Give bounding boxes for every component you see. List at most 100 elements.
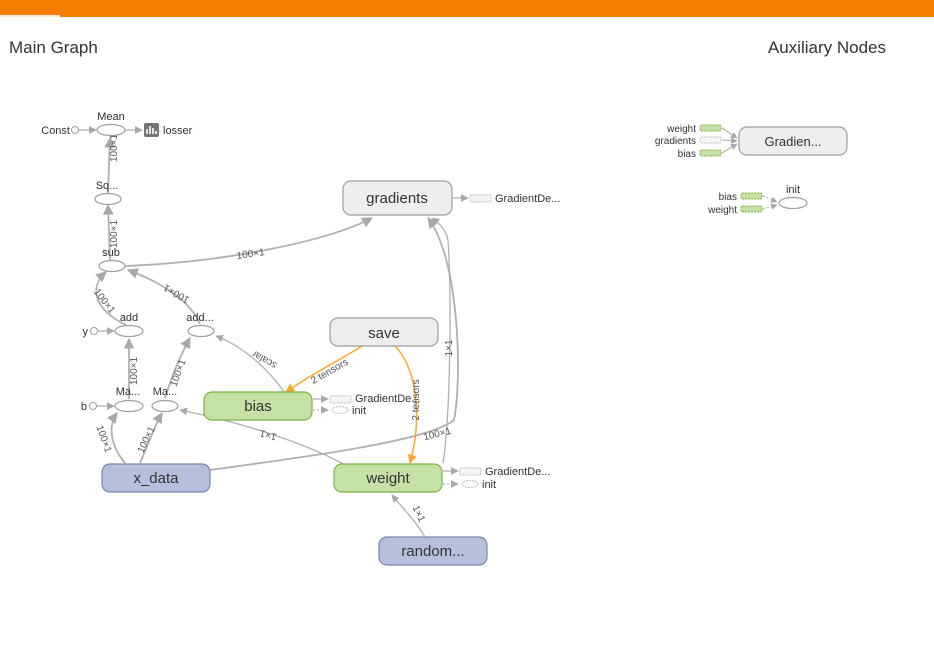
edge-random-weight — [391, 494, 426, 538]
weight-gradient-ref-label: GradientDe... — [485, 466, 550, 478]
node-x-data-label: x_data — [133, 470, 179, 487]
node-b-label: b — [81, 401, 87, 413]
edge-save-bias — [285, 345, 363, 393]
gradients-ref-node[interactable] — [469, 194, 492, 203]
aux-init-group: init bias weight — [707, 184, 808, 216]
aux-init-node[interactable] — [778, 196, 808, 210]
node-y-label: y — [83, 326, 89, 338]
edge-label-sq-sub: 100×1 — [109, 220, 120, 249]
node-add-label: add — [120, 312, 138, 324]
aux-init-input-bias[interactable] — [740, 192, 763, 200]
node-ma2-label: Ma... — [153, 386, 177, 398]
edge-add-sub — [95, 271, 127, 326]
edge-xdata-ma2 — [139, 412, 163, 464]
bias-gradient-ref-label: GradientDe... — [355, 393, 420, 405]
node-gradients-label: gradients — [366, 190, 428, 207]
edge-weight-gradients — [431, 217, 451, 464]
auxiliary-nodes-title: Auxiliary Nodes — [767, 38, 886, 57]
aux-init-input-bias-label: bias — [719, 192, 737, 203]
node-save-label: save — [368, 325, 400, 342]
aux-edge-bias-init — [762, 195, 778, 203]
aux-gradien-input-bias-label: bias — [678, 149, 696, 160]
node-ma1-label: Ma... — [116, 386, 140, 398]
aux-gradien-input-weight[interactable] — [699, 124, 722, 132]
node-bias[interactable] — [203, 391, 313, 421]
node-gradients[interactable] — [342, 180, 453, 216]
bias-gradient-ref-node[interactable] — [329, 395, 352, 404]
bias-init-label: init — [352, 405, 366, 417]
edge-xdata-ma1 — [106, 412, 126, 464]
bar-chart-icon — [146, 126, 157, 134]
aux-gradien-input-weight-label: weight — [666, 124, 696, 135]
weight-init-label: init — [482, 479, 496, 491]
aux-gradien-label: Gradien... — [764, 134, 821, 149]
aux-init-label: init — [786, 184, 800, 196]
main-graph-title: Main Graph — [9, 38, 98, 57]
aux-edge-bias-gradien — [721, 143, 738, 154]
edge-sub-sq — [102, 203, 114, 261]
edge-label-weight-ma2: 1×1 — [258, 427, 278, 442]
edge-save-weight — [394, 345, 418, 464]
node-add2[interactable] — [187, 324, 215, 338]
bias-init-node[interactable] — [331, 406, 349, 414]
node-losser[interactable] — [144, 123, 159, 137]
aux-init-input-weight-label: weight — [707, 205, 737, 216]
edge-label-add-sub: 100×1 — [91, 287, 117, 316]
aux-gradien-input-gradients[interactable] — [699, 136, 722, 144]
node-add2-label: add... — [186, 312, 214, 324]
edge-label-add2-sub: 100×1 — [161, 281, 191, 305]
node-const[interactable] — [71, 126, 79, 134]
edge-label-random-weight: 1×1 — [410, 504, 427, 524]
node-bias-label: bias — [244, 398, 272, 415]
edge-weight-ma2 — [179, 407, 346, 466]
active-tab-indicator — [0, 15, 60, 17]
edge-bias-add2 — [215, 334, 286, 394]
aux-gradien-group: Gradien... weight gradients bias — [655, 124, 848, 160]
node-sq[interactable] — [94, 192, 122, 206]
node-losser-label: losser — [163, 125, 193, 137]
node-sub-label: sub — [102, 247, 120, 259]
edge-sq-mean — [104, 136, 116, 194]
weight-gradient-ref-node[interactable] — [459, 467, 482, 476]
node-add[interactable] — [114, 324, 144, 338]
top-bar — [0, 0, 934, 17]
node-const-label: Const — [41, 125, 70, 137]
aux-edge-gradients-gradien — [721, 137, 738, 144]
aux-gradien-input-gradients-label: gradients — [655, 136, 696, 147]
edge-label-xdata-ma1: 100×1 — [93, 424, 113, 455]
edge-label-xdata-ma2: 100×1 — [136, 424, 158, 455]
weight-init-node[interactable] — [461, 480, 479, 488]
node-save[interactable] — [329, 317, 439, 347]
edge-label-gradients-right: 1×1 — [444, 339, 455, 356]
edge-label-save-bias: 2 tensors — [309, 357, 350, 387]
node-ma2[interactable] — [151, 399, 179, 413]
node-x-data[interactable] — [101, 463, 211, 493]
node-mean-label: Mean — [97, 111, 125, 123]
node-random-label: random... — [401, 543, 464, 560]
node-mean[interactable] — [96, 123, 126, 137]
edge-label-mean-sq: 100×1 — [109, 134, 120, 163]
edge-label-xdata-gradients: 100×1 — [422, 426, 452, 444]
edge-sub-gradients — [124, 217, 373, 267]
gradients-ref-label: GradientDe... — [495, 193, 560, 205]
aux-gradien-node[interactable] — [738, 126, 848, 156]
edge-label-ma2-add2: 100×1 — [169, 358, 189, 389]
node-b[interactable] — [89, 402, 97, 410]
node-ma1[interactable] — [114, 399, 144, 413]
node-y[interactable] — [90, 327, 98, 335]
node-sub[interactable] — [98, 259, 126, 273]
edge-label-bias-add2: scalar — [250, 347, 279, 370]
aux-gradien-input-bias[interactable] — [699, 149, 722, 157]
node-sq-label: Sq... — [96, 180, 119, 192]
edge-label-save-weight: 2 tensors — [411, 379, 422, 420]
edge-ma2-add2 — [164, 337, 191, 399]
aux-init-input-weight[interactable] — [740, 205, 763, 213]
aux-edge-weight-init — [762, 203, 778, 210]
node-random[interactable] — [378, 536, 488, 566]
aux-edge-weight-gradien — [721, 127, 738, 139]
edge-label-sub-gradients: 100×1 — [236, 247, 266, 262]
node-weight[interactable] — [333, 463, 443, 493]
edge-label-ma1-add: 100×1 — [129, 357, 140, 386]
node-weight-label: weight — [365, 470, 410, 487]
